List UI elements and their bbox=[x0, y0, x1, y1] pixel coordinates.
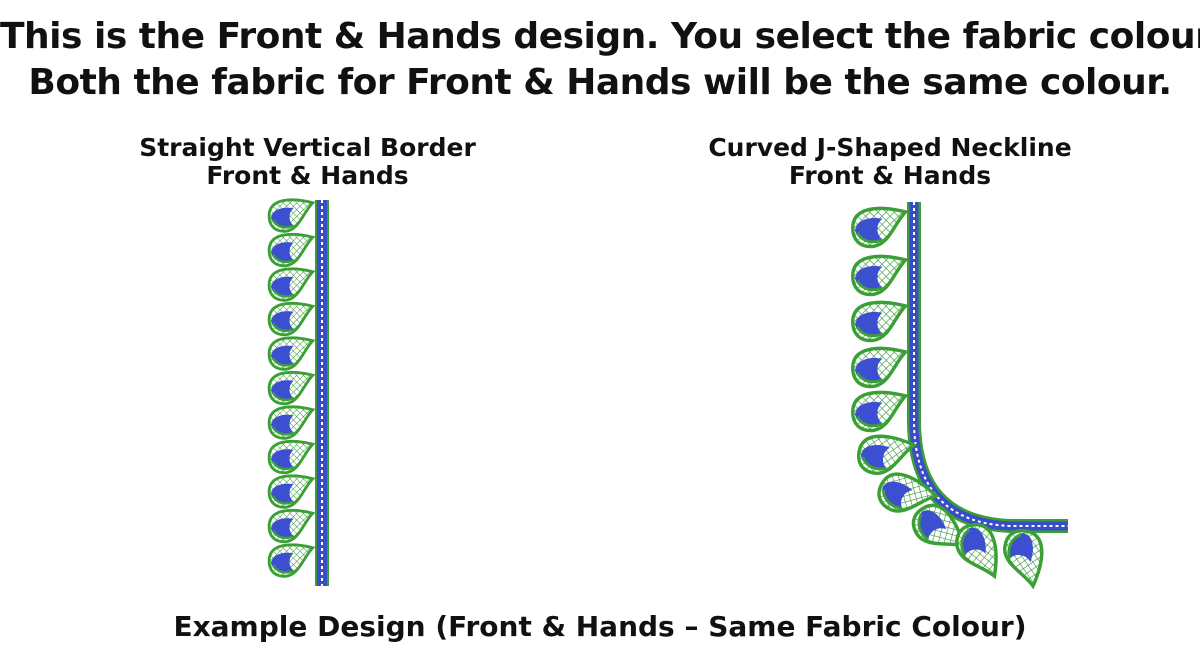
headline: This is the Front & Hands design. You se… bbox=[0, 14, 1200, 106]
paisley-leaf-icon bbox=[850, 254, 908, 297]
straight-design-caption: Straight Vertical Border Front & Hands bbox=[120, 134, 495, 190]
headline-line-2: Both the fabric for Front & Hands will b… bbox=[28, 62, 1172, 103]
paisley-leaf-icon bbox=[267, 405, 315, 440]
paisley-leaf-icon bbox=[267, 267, 315, 302]
paisley-leaf-icon bbox=[267, 336, 315, 371]
straight-design-title: Straight Vertical Border bbox=[139, 133, 476, 162]
beaded-border-strip-icon bbox=[315, 200, 329, 586]
paisley-leaf-icon bbox=[854, 430, 917, 481]
paisley-leaf-icon bbox=[267, 370, 315, 406]
paisley-leaf-icon bbox=[267, 474, 315, 509]
straight-design-subtitle: Front & Hands bbox=[206, 161, 409, 190]
paisley-leaf-icon bbox=[267, 543, 315, 578]
paisley-leaf-icon bbox=[267, 508, 315, 544]
paisley-leaf-icon bbox=[850, 346, 908, 389]
paisley-leaf-icon bbox=[850, 390, 908, 433]
paisley-leaf-icon bbox=[267, 439, 315, 475]
paisley-leaf-icon bbox=[267, 301, 315, 337]
paisley-leaf-icon bbox=[997, 526, 1048, 589]
footer-caption: Example Design (Front & Hands – Same Fab… bbox=[173, 610, 1027, 643]
curved-design-title: Curved J-Shaped Neckline bbox=[708, 133, 1072, 162]
paisley-leaf-icon bbox=[850, 300, 908, 343]
paisley-leaf-motif-icon bbox=[267, 198, 315, 578]
paisley-leaf-motif-icon bbox=[850, 206, 1048, 589]
straight-border-design bbox=[267, 198, 329, 586]
headline-line-1: This is the Front & Hands design. You se… bbox=[0, 16, 1200, 57]
beaded-border-strip-icon bbox=[907, 202, 1068, 533]
curved-neckline-design bbox=[850, 202, 1068, 589]
curved-design-caption: Curved J-Shaped Neckline Front & Hands bbox=[690, 134, 1090, 190]
curved-design-subtitle: Front & Hands bbox=[788, 161, 992, 190]
paisley-leaf-icon bbox=[267, 198, 315, 233]
paisley-leaf-icon bbox=[850, 206, 908, 249]
paisley-leaf-icon bbox=[267, 232, 315, 268]
paisley-leaf-icon bbox=[953, 521, 1000, 581]
